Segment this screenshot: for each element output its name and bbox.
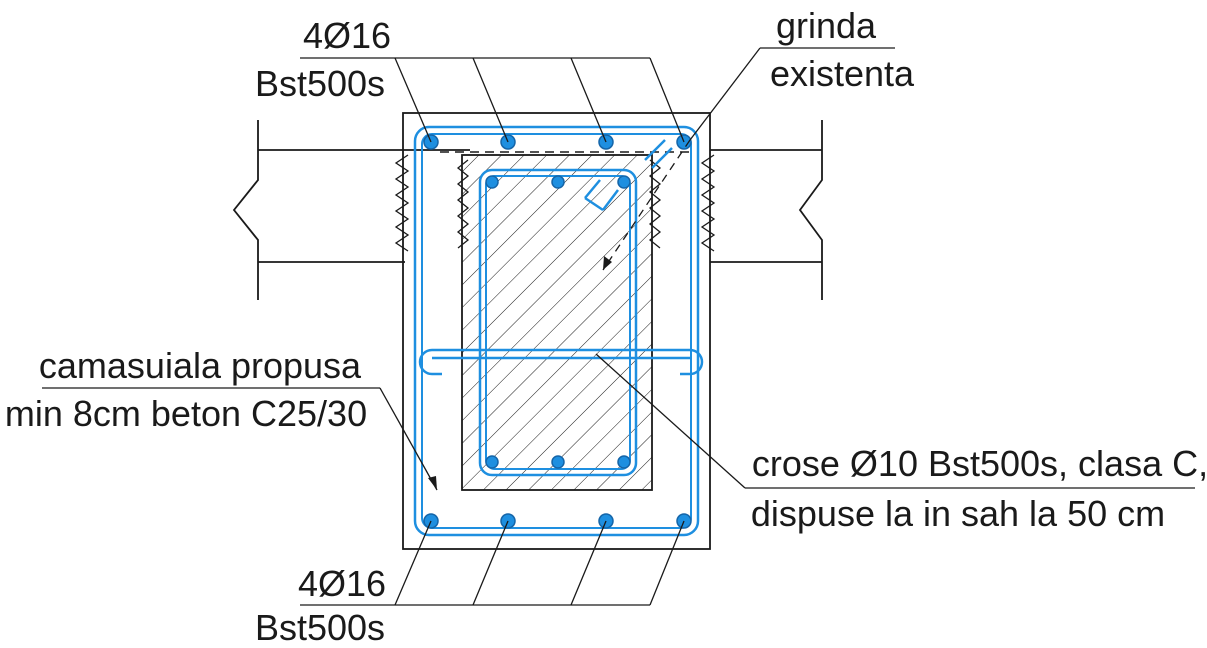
leader-jacket <box>42 387 438 491</box>
existing-slab <box>232 120 823 300</box>
rough-interface <box>394 154 716 252</box>
rebar <box>551 175 565 189</box>
existing-beam <box>461 154 653 491</box>
jacket-outline <box>402 112 711 550</box>
top-jacket-bars <box>423 134 692 150</box>
rebar <box>485 175 499 189</box>
leader-crosstie <box>595 353 1195 489</box>
rebar <box>617 455 631 469</box>
bottom-jacket-bars <box>423 513 692 529</box>
leader-bottom-bars <box>300 520 685 606</box>
rebar <box>551 455 565 469</box>
crosstie-label-2: dispuse la in sah la 50 cm <box>751 493 1165 534</box>
bottom-bars-qty-label: 4Ø16 <box>298 563 386 604</box>
existing-beam-label-2: existenta <box>770 53 915 94</box>
leader-top-bars <box>300 57 685 143</box>
top-bars-qty-label: 4Ø16 <box>303 15 391 56</box>
top-bars-steel-label: Bst500s <box>255 63 385 104</box>
jacket-stirrup <box>413 125 700 537</box>
bottom-bars-steel-label: Bst500s <box>255 607 385 648</box>
rebar <box>617 175 631 189</box>
rebar <box>485 455 499 469</box>
jacket-label-2: min 8cm beton C25/30 <box>5 393 367 434</box>
existing-beam-label-1: grinda <box>776 5 877 46</box>
crosstie-label-1: crose Ø10 Bst500s, clasa C, <box>752 443 1207 484</box>
existing-beam-bars <box>485 175 631 469</box>
crosstie <box>418 348 704 376</box>
jacket-label-1: camasuiala propusa <box>39 345 362 386</box>
leader-existing-beam <box>602 47 895 271</box>
